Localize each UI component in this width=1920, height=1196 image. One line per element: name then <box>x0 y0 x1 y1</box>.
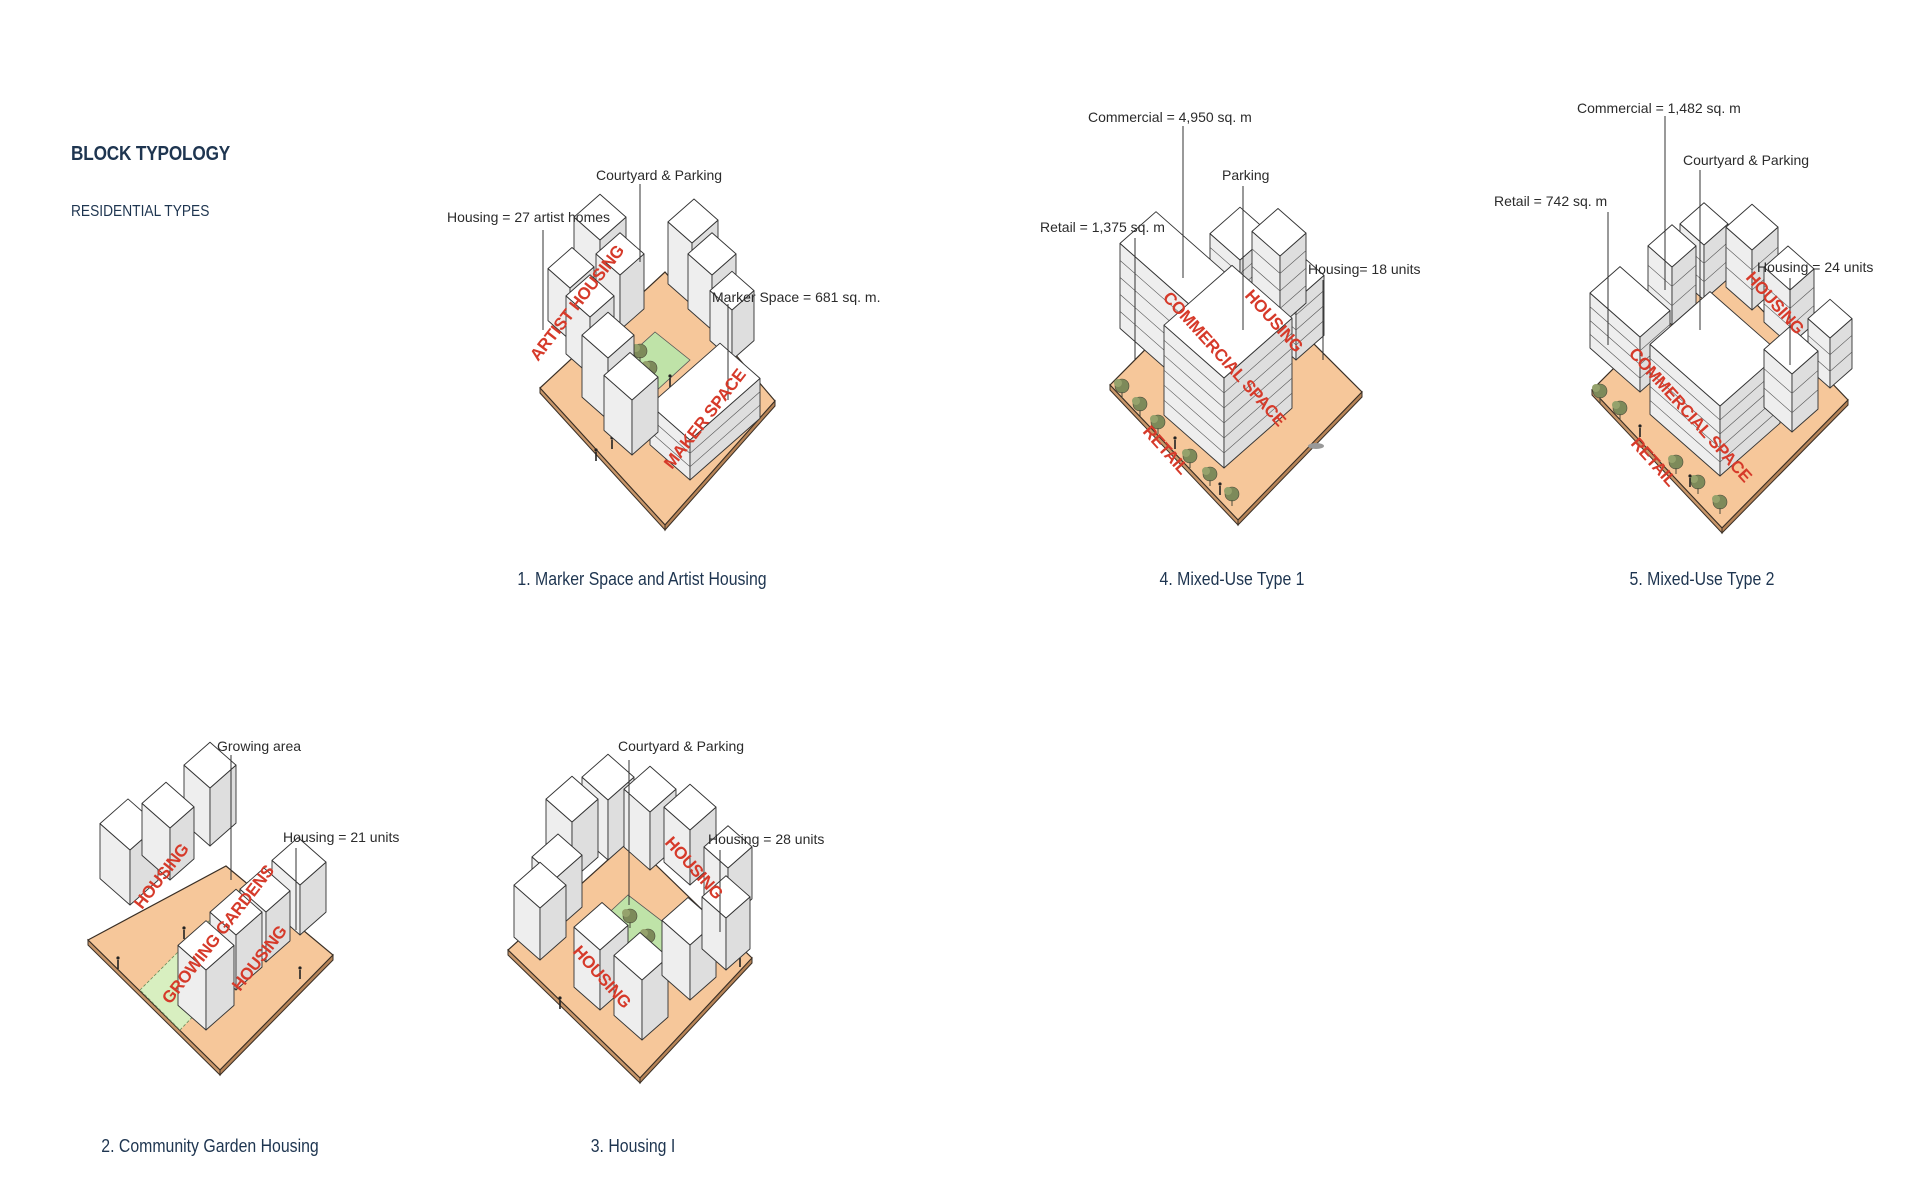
block-4-diagram <box>1109 206 1363 527</box>
block-1-annotation-courtyard: Courtyard & Parking <box>596 167 722 183</box>
block-2-annotation-growing-area: Growing area <box>217 738 301 754</box>
block-1-buildings <box>547 193 761 481</box>
page-title: BLOCK TYPOLOGY <box>71 143 231 165</box>
block-3-annotation-courtyard: Courtyard & Parking <box>618 738 744 754</box>
block-3-buildings <box>513 753 753 1041</box>
block-1-diagram <box>539 193 776 532</box>
block-5-annotation-housing: Housing = 24 units <box>1757 259 1873 275</box>
diagram-labels: ARTIST HOUSING MAKER SPACE HOUSING GROWI… <box>130 241 1808 1012</box>
leader-lines <box>230 116 1791 932</box>
block-2-buildings <box>99 741 327 1031</box>
block-5-annotation-commercial: Commercial = 1,482 sq. m <box>1577 100 1741 116</box>
block-4-buildings <box>1119 206 1325 469</box>
block-5-diagram <box>1589 202 1853 535</box>
block-3-diagram <box>507 753 753 1085</box>
annotations: Courtyard & Parking Housing = 27 artist … <box>217 100 1873 847</box>
block-4-annotation-housing: Housing= 18 units <box>1308 261 1420 277</box>
block-3-annotation-housing: Housing = 28 units <box>708 831 824 847</box>
block-4-annotation-retail: Retail = 1,375 sq. m <box>1040 219 1165 235</box>
page-subtitle: RESIDENTIAL TYPES <box>71 203 210 220</box>
block-5-caption: 5. Mixed-Use Type 2 <box>1629 569 1775 589</box>
block-1-annotation-housing: Housing = 27 artist homes <box>447 209 610 225</box>
block-2-caption: 2. Community Garden Housing <box>101 1136 319 1156</box>
block-5-annotation-courtyard: Courtyard & Parking <box>1683 152 1809 168</box>
block-4-annotation-parking: Parking <box>1222 167 1269 183</box>
block-3-caption: 3. Housing I <box>590 1136 676 1156</box>
block-5-annotation-retail: Retail = 742 sq. m <box>1494 193 1607 209</box>
block-4-annotation-commercial: Commercial = 4,950 sq. m <box>1088 109 1252 125</box>
block-1-caption: 1. Marker Space and Artist Housing <box>517 569 767 589</box>
block-5-buildings <box>1589 202 1853 477</box>
block-1-annotation-maker-space: Marker Space = 681 sq. m. <box>712 289 880 305</box>
block-2-annotation-housing: Housing = 21 units <box>283 829 399 845</box>
block-4-caption: 4. Mixed-Use Type 1 <box>1159 569 1305 589</box>
block-2-diagram <box>86 741 334 1077</box>
